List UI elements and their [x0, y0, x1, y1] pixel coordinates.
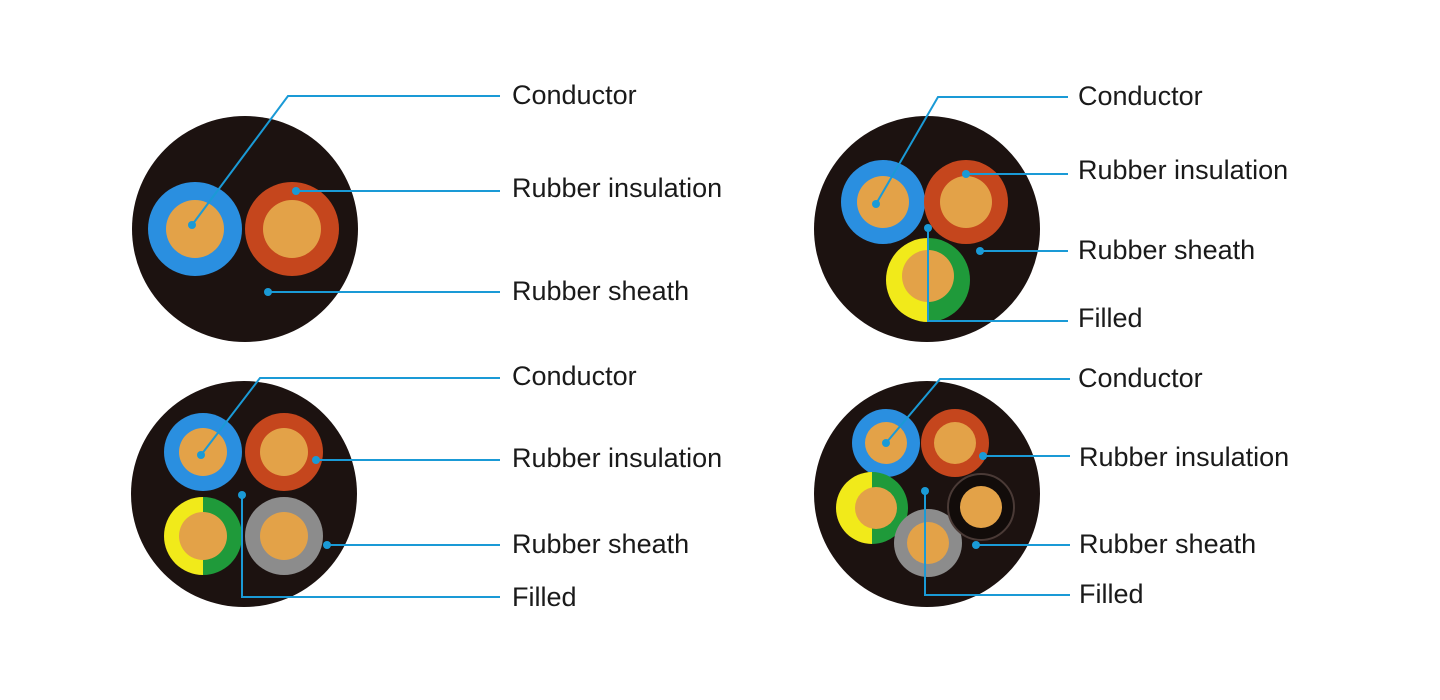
insulation-label: Rubber insulation [512, 173, 722, 203]
conductor-leader-line [191, 95, 500, 226]
conductor-leader-line [875, 96, 1068, 205]
conductor [179, 512, 227, 560]
core-black [947, 473, 1015, 541]
core-grey [245, 497, 323, 575]
filled-leader-line [924, 491, 1070, 596]
five-core-cable-diagram: Conductor Rubber insulation Rubber sheat… [814, 363, 1289, 609]
filled-pointer [921, 487, 929, 495]
sheath-pointer [264, 288, 272, 296]
conductor-label: Conductor [512, 361, 637, 391]
conductor-leader-line [200, 377, 500, 456]
sheath-label: Rubber sheath [512, 529, 689, 559]
sheath-label: Rubber sheath [512, 276, 689, 306]
conductor [855, 487, 897, 529]
insulation-pointer [292, 187, 300, 195]
conductor-label: Conductor [512, 80, 637, 110]
conductor [166, 200, 224, 258]
conductor [940, 176, 992, 228]
filled-leader-line [241, 495, 500, 598]
conductor-pointer [188, 221, 196, 229]
insulation-pointer [979, 452, 987, 460]
core-grey [894, 509, 962, 577]
core-brown [921, 409, 989, 477]
filled-leader-line [927, 228, 1068, 322]
sheath-pointer [972, 541, 980, 549]
core-blue [148, 182, 242, 276]
conductor [263, 200, 321, 258]
conductor [260, 428, 308, 476]
insulation-label: Rubber insulation [1079, 442, 1289, 472]
conductor [934, 422, 976, 464]
core-brown [924, 160, 1008, 244]
filled-label: Filled [1079, 579, 1144, 609]
three-core-cable-diagram: Conductor Rubber insulation Rubber sheat… [814, 81, 1288, 342]
insulation-label: Rubber insulation [512, 443, 722, 473]
core-blue [841, 160, 925, 244]
sheath-label: Rubber sheath [1079, 529, 1256, 559]
core-brown [245, 413, 323, 491]
insulation-label: Rubber insulation [1078, 155, 1288, 185]
filled-pointer [924, 224, 932, 232]
filled-pointer [238, 491, 246, 499]
conductor-label: Conductor [1078, 363, 1203, 393]
sheath-pointer [323, 541, 331, 549]
conductor-leader-line [885, 378, 1070, 444]
insulation-pointer [312, 456, 320, 464]
insulation-pointer [962, 170, 970, 178]
sheath-label: Rubber sheath [1078, 235, 1255, 265]
conductor [960, 486, 1002, 528]
conductor-label: Conductor [1078, 81, 1203, 111]
four-core-cable-diagram: Conductor Rubber insulation Rubber sheat… [131, 361, 722, 612]
filled-label: Filled [1078, 303, 1143, 333]
conductor [857, 176, 909, 228]
conductor [260, 512, 308, 560]
conductor-pointer [197, 451, 205, 459]
conductor-pointer [882, 439, 890, 447]
sheath-pointer [976, 247, 984, 255]
conductor [907, 522, 949, 564]
conductor-pointer [872, 200, 880, 208]
filled-label: Filled [512, 582, 577, 612]
two-core-cable-diagram: Conductor Rubber insulation Rubber sheat… [132, 80, 722, 342]
core-brown [245, 182, 339, 276]
